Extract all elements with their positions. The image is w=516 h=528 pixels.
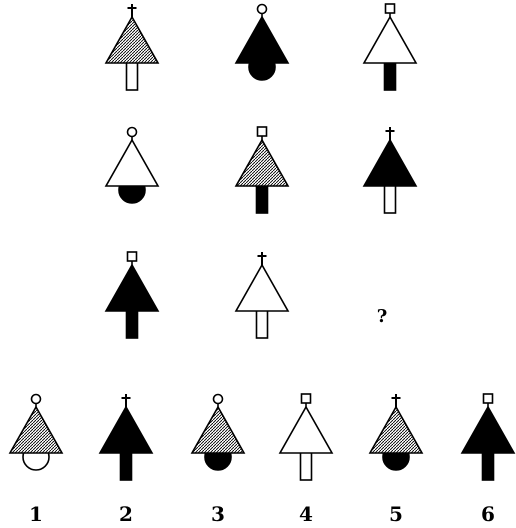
black-stem-trunk [483,452,494,480]
matrix-cell-r1-c2 [236,5,288,81]
black-triangle [462,407,514,453]
black-triangle [106,265,158,311]
option-figure-1 [10,395,62,471]
square-topper [128,252,137,261]
cross-topper [392,394,401,407]
white-stem-trunk [127,62,138,90]
circle-topper [214,395,223,404]
option-4[interactable]: 4 [280,394,332,526]
matrix-cell-r1-c1 [106,4,158,90]
option-5[interactable]: 5 [370,394,422,526]
option-figure-5 [370,394,422,470]
black-stem-trunk [257,185,268,213]
cross-topper [386,127,395,140]
circle-topper [32,395,41,404]
option-2[interactable]: 2 [100,394,152,526]
option-label-6: 6 [481,502,495,526]
option-1[interactable]: 1 [10,395,62,527]
circle-topper [128,128,137,137]
option-label-2: 2 [119,502,133,526]
black-stem-trunk [385,62,396,90]
option-3[interactable]: 3 [192,395,244,527]
cross-topper [258,252,267,265]
puzzle-matrix [106,4,416,338]
option-figure-4 [280,394,332,480]
circle-topper [258,5,267,14]
hatched-triangle [370,407,422,453]
matrix-cell-r1-c3 [364,4,416,90]
option-6[interactable]: 6 [462,394,514,526]
white-triangle [364,17,416,63]
answer-options: 1 2 3 4 5 6 [10,394,514,526]
hatched-triangle [10,407,62,453]
square-topper [258,127,267,136]
black-triangle [364,140,416,186]
matrix-cell-r3-c1 [106,252,158,338]
cross-topper [128,4,137,17]
white-stem-trunk [385,185,396,213]
black-stem-trunk [127,310,138,338]
matrix-cell-r2-c1 [106,128,158,204]
hatched-triangle [236,140,288,186]
square-topper [484,394,493,403]
question-mark: ? [377,306,388,327]
hatched-triangle [192,407,244,453]
square-topper [302,394,311,403]
white-stem-trunk [257,310,268,338]
black-stem-trunk [121,452,132,480]
white-triangle [236,265,288,311]
option-figure-2 [100,394,152,480]
option-label-5: 5 [389,502,403,526]
white-triangle [280,407,332,453]
option-figure-6 [462,394,514,480]
matrix-cell-r3-c2 [236,252,288,338]
option-label-3: 3 [211,502,225,526]
white-stem-trunk [301,452,312,480]
option-label-1: 1 [29,502,43,526]
matrix-cell-r2-c2 [236,127,288,213]
matrix-cell-r2-c3 [364,127,416,213]
black-triangle [100,407,152,453]
hatched-triangle [106,17,158,63]
option-label-4: 4 [299,502,313,526]
option-figure-3 [192,395,244,471]
cross-topper [122,394,131,407]
white-triangle [106,140,158,186]
black-triangle [236,17,288,63]
square-topper [386,4,395,13]
